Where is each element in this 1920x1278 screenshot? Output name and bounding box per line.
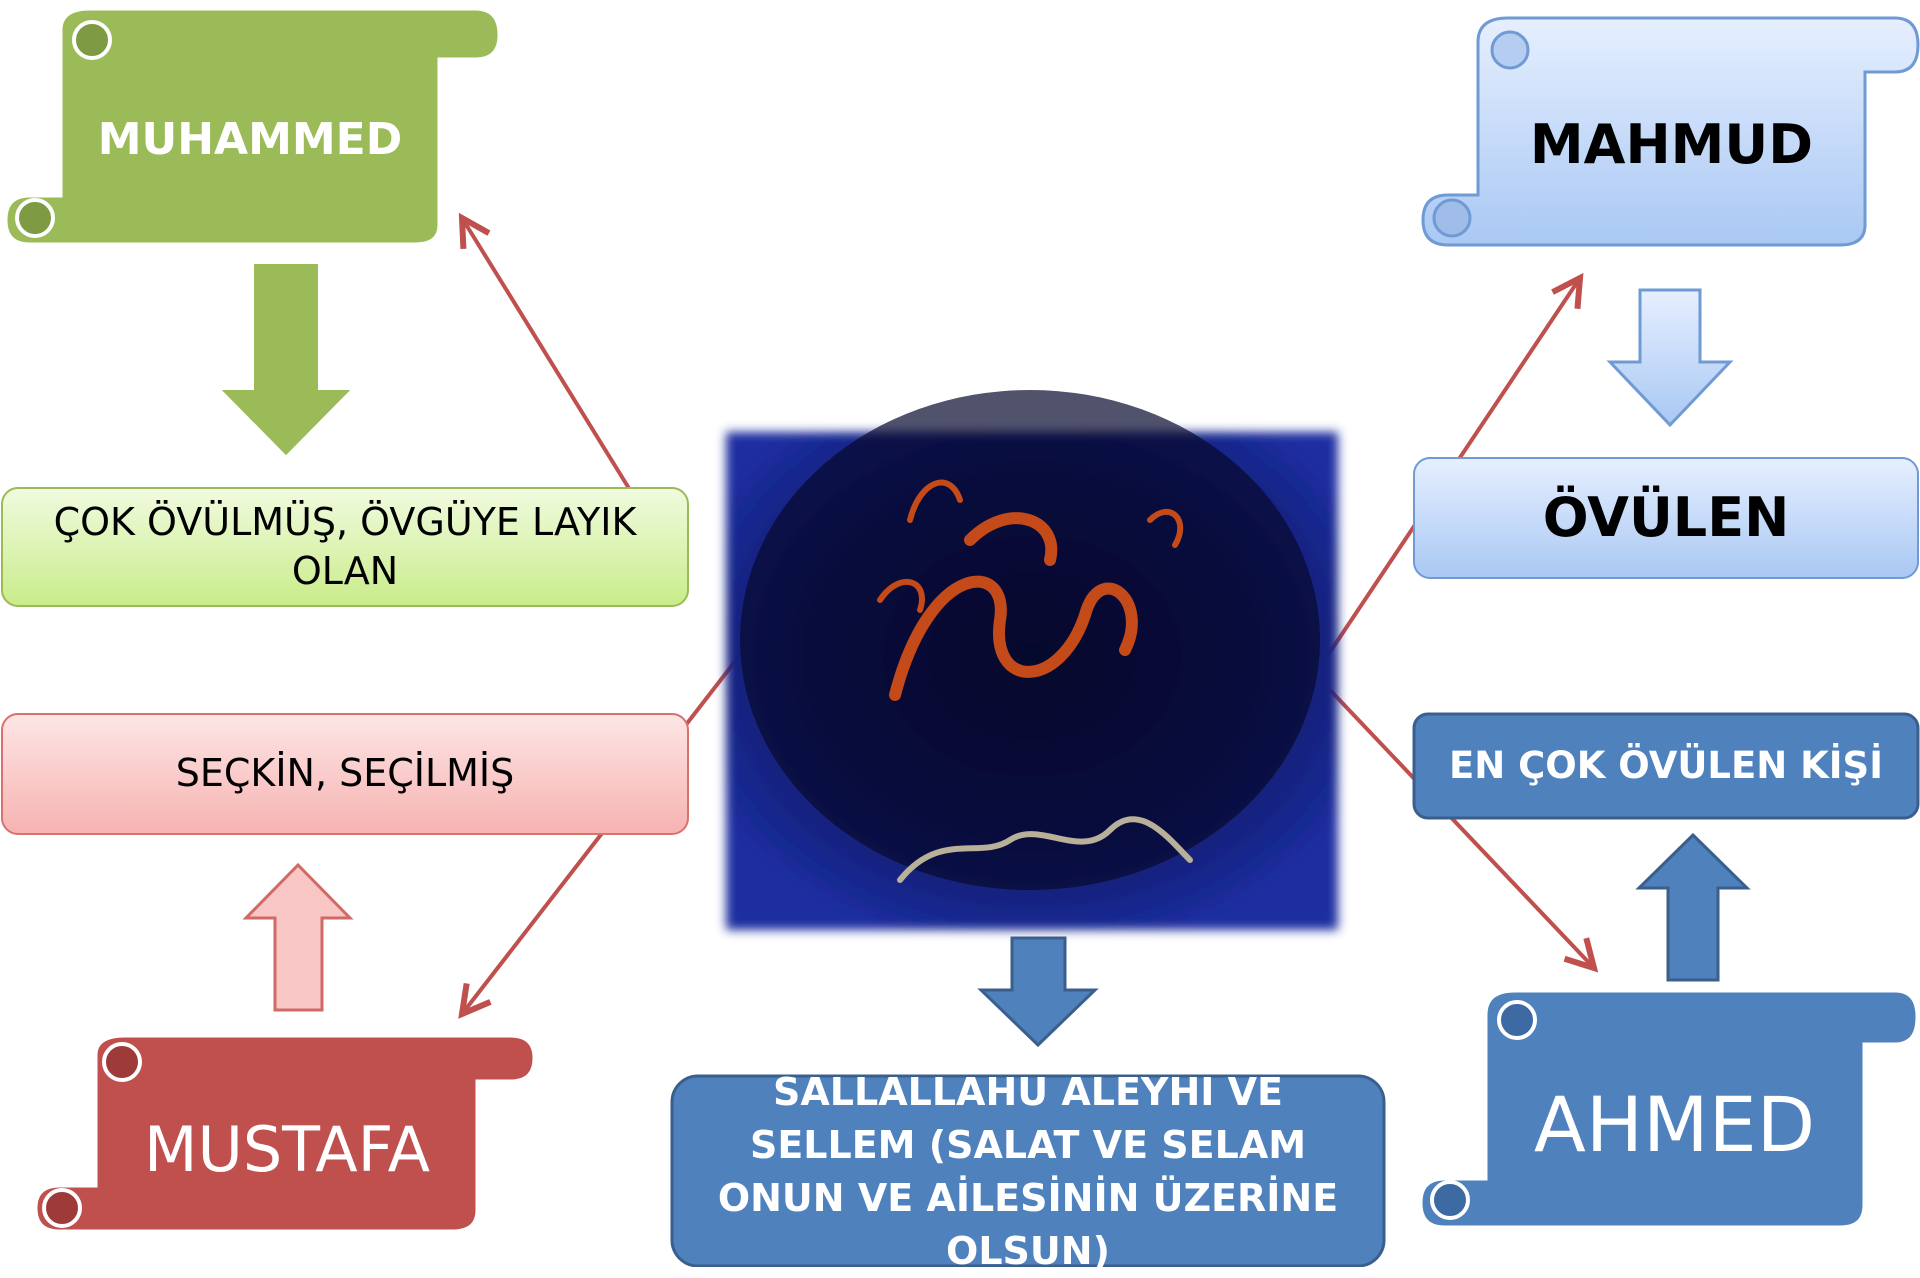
box-ahmed-meaning [1412, 712, 1920, 820]
label-salawat: SALLALLAHU ALEYHİ VE SELLEM (SALAT VE SE… [717, 1069, 1339, 1274]
arrow-down-center [977, 936, 1099, 1048]
arrow-up-mustafa [242, 862, 354, 1012]
connector-center-to-ahmed [1328, 688, 1594, 968]
box-salawat [670, 1074, 1386, 1267]
label-ahmed: AHMED [1533, 1079, 1816, 1169]
box-mustafa-meaning [1, 713, 689, 835]
label-ahmed-meaning: EN ÇOK ÖVÜLEN KİŞİ [1449, 743, 1883, 787]
box-muhammed-meaning [1, 487, 689, 607]
muhammad-calligraphy-image [726, 390, 1338, 930]
connector-center-to-muhammed [462, 218, 632, 492]
label-mustafa: MUSTAFA [143, 1112, 431, 1186]
scroll-muhammed [2, 5, 503, 248]
label-mahmud-meaning: ÖVÜLEN [1542, 485, 1790, 549]
label-mahmud: MAHMUD [1529, 112, 1814, 176]
label-muhammed: MUHAMMED [97, 114, 403, 166]
label-muhammed-meaning: ÇOK ÖVÜLMÜŞ, ÖVGÜYE LAYIK OLAN [53, 499, 637, 593]
scroll-mahmud [1421, 16, 1920, 247]
arrow-down-muhammed [212, 260, 360, 461]
scroll-ahmed [1417, 987, 1920, 1231]
arrow-up-ahmed [1635, 832, 1751, 982]
label-mustafa-meaning: SEÇKİN, SEÇİLMİŞ [175, 751, 515, 796]
box-mahmud-meaning [1413, 457, 1919, 579]
scroll-mustafa [32, 1032, 538, 1235]
arrow-down-mahmud [1606, 288, 1734, 428]
